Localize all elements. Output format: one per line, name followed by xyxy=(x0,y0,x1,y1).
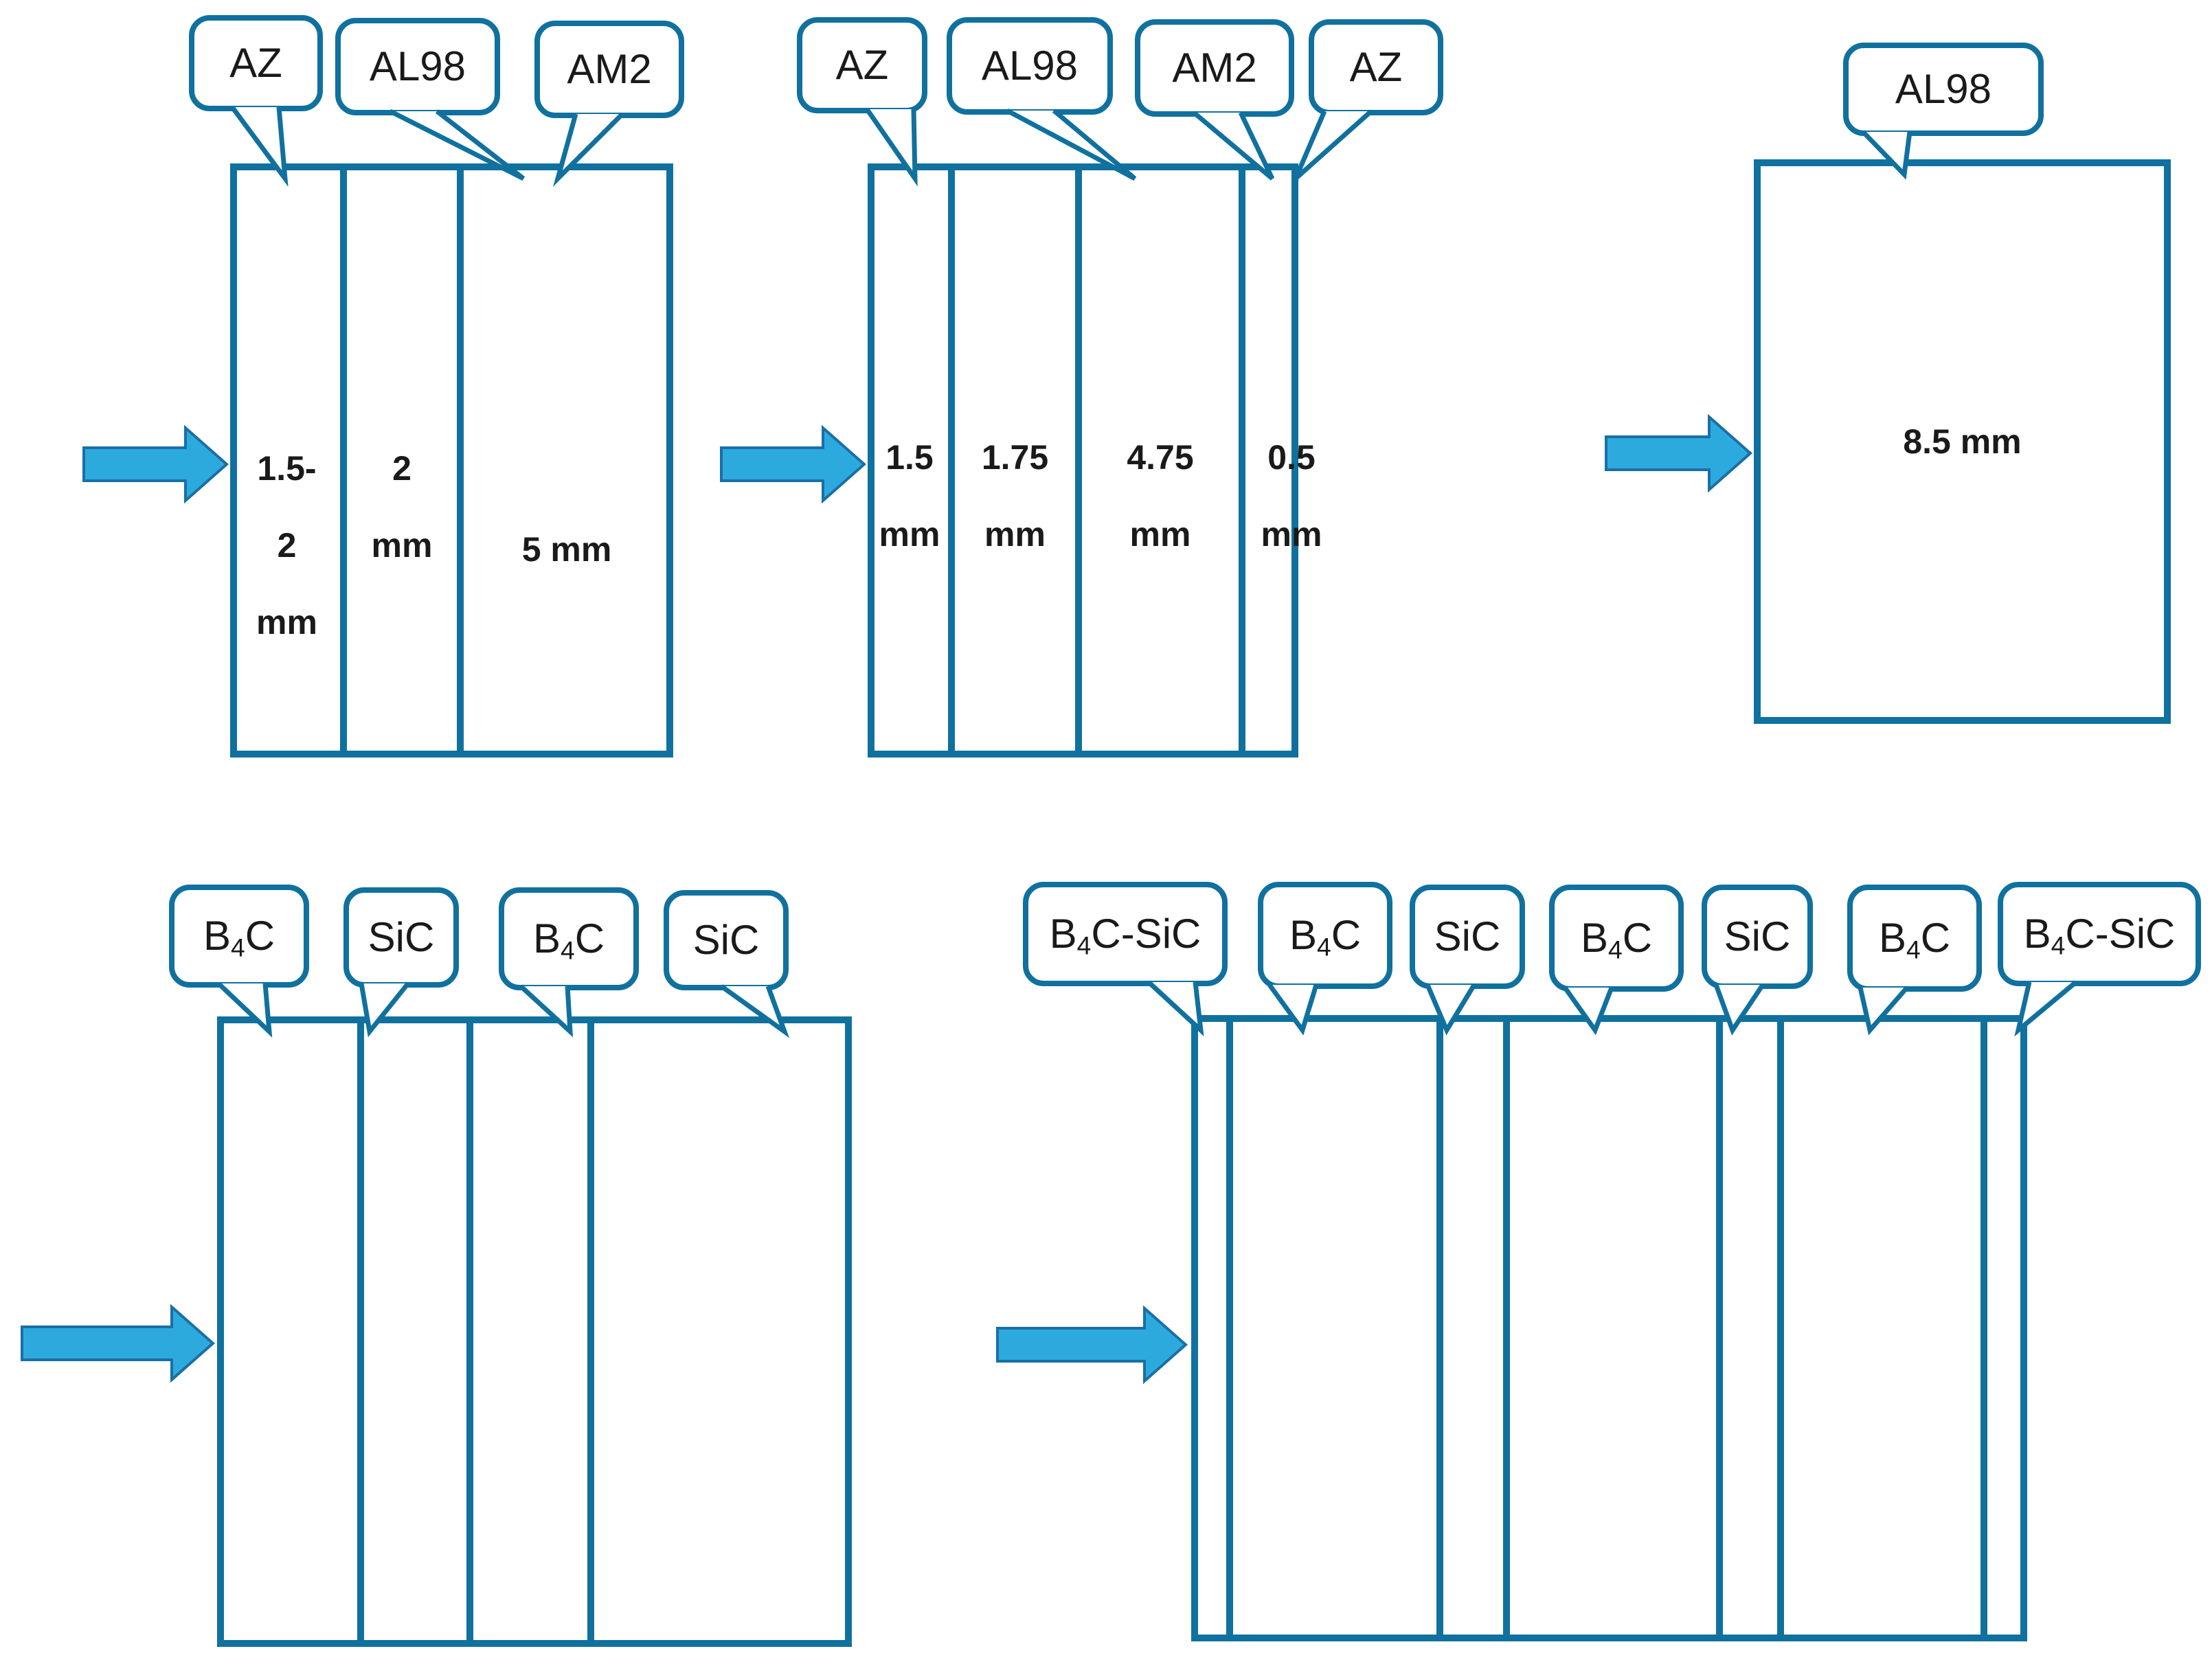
target-monolithic-al98-outline xyxy=(1754,159,2171,724)
callout-label: AZ xyxy=(835,42,889,88)
thickness-text: 4.75 xyxy=(1127,438,1194,477)
layer-divider xyxy=(1980,1015,1987,1641)
layer-divider xyxy=(587,1016,594,1647)
callout-az: AZ xyxy=(797,17,927,113)
callout-label: B4C-SiC xyxy=(2023,911,2176,960)
callout-label: AZ xyxy=(229,40,282,86)
layer-thickness-label: 1.5- 2 mm xyxy=(230,430,343,661)
thickness-text: mm xyxy=(984,515,1046,554)
layer-divider xyxy=(1075,163,1082,758)
layer-divider xyxy=(466,1016,473,1647)
callout-am2: AM2 xyxy=(534,21,684,118)
impact-arrow xyxy=(996,1305,1188,1385)
callout-label: SiC xyxy=(1724,913,1791,959)
callout-label: B4C-SiC xyxy=(1049,911,1201,960)
callout-b4c-sic: B4C-SiC xyxy=(1998,882,2201,986)
callout-sic: SiC xyxy=(664,890,789,990)
layer-divider xyxy=(1503,1015,1510,1641)
thickness-text: 2 xyxy=(277,526,297,565)
layer-thickness-label: 5 mm xyxy=(460,511,673,588)
callout-label: SiC xyxy=(368,914,435,960)
callout-label: SiC xyxy=(1434,913,1501,959)
thickness-text: mm xyxy=(1261,515,1322,554)
callout-sic: SiC xyxy=(1702,885,1813,989)
impact-arrow xyxy=(1605,413,1753,493)
layer-thickness-label: 4.75 mm xyxy=(1079,419,1242,573)
thickness-text: 8.5 mm xyxy=(1903,422,2022,461)
callout-label: AL98 xyxy=(981,43,1079,89)
layer-divider xyxy=(1436,1015,1443,1641)
layer-b4c xyxy=(1781,1015,1984,1641)
layer-b4c xyxy=(1230,1015,1440,1641)
layer-thickness-label: 2 mm xyxy=(343,430,460,584)
callout-label: B4C xyxy=(1289,912,1362,961)
thickness-text: mm xyxy=(256,603,317,641)
layer-thickness-label: 0.5 mm xyxy=(1237,419,1346,573)
layer-divider xyxy=(1226,1015,1233,1641)
thickness-text: 1.5- xyxy=(257,449,317,488)
layer-b4c-sic xyxy=(1191,1015,1230,1641)
layer-b4c-sic xyxy=(1984,1015,2027,1641)
thickness-text: mm xyxy=(879,515,940,554)
callout-label: B4C xyxy=(203,913,275,962)
callout-label: AM2 xyxy=(1172,45,1257,91)
layer-thickness-label: 1.75 mm xyxy=(951,419,1079,573)
callout-az: AZ xyxy=(189,15,323,111)
callout-label: AZ xyxy=(1349,44,1403,90)
target-az-al98-am2-az-outline xyxy=(868,163,1298,758)
layer-divider xyxy=(340,163,347,758)
callout-al98: AL98 xyxy=(947,17,1113,115)
layer-b4c xyxy=(470,1016,591,1647)
callout-label: B4C xyxy=(1580,915,1653,964)
callout-label: B4C xyxy=(532,915,605,965)
callout-az: AZ xyxy=(1309,19,1443,115)
thickness-text: 5 mm xyxy=(521,530,612,569)
layer-sic xyxy=(591,1016,852,1647)
layer-b4c xyxy=(217,1016,361,1647)
layer-divider xyxy=(1239,163,1245,758)
callout-label: AL98 xyxy=(1895,66,1992,112)
callout-al98: AL98 xyxy=(1843,43,2044,136)
impact-arrow xyxy=(720,424,867,504)
callout-b4c: B4C xyxy=(169,885,309,988)
layer-sic xyxy=(361,1016,470,1647)
thickness-text: mm xyxy=(371,526,433,565)
layer-am2 xyxy=(460,163,673,758)
callout-sic: SiC xyxy=(343,887,459,988)
thickness-text: mm xyxy=(1129,515,1191,554)
target-b4c-sic-b4c-sic-outline xyxy=(217,1016,852,1647)
callout-pointer xyxy=(1293,109,1373,181)
layer-thickness-label: 1.5 mm xyxy=(868,419,951,573)
callout-label: SiC xyxy=(692,917,760,963)
callout-b4c-sic: B4C-SiC xyxy=(1023,882,1228,986)
callout-b4c: B4C xyxy=(1258,882,1392,989)
layer-thickness-label: 8.5 mm xyxy=(1754,403,2171,480)
layer-divider xyxy=(1716,1015,1723,1641)
callout-b4c: B4C xyxy=(1847,885,1982,992)
layer-b4c xyxy=(1506,1015,1719,1641)
target-az-al98-am2-outline xyxy=(230,163,673,758)
thickness-text: 1.5 xyxy=(885,438,934,477)
callout-b4c: B4C xyxy=(1549,885,1684,992)
impact-arrow xyxy=(82,424,229,504)
callout-label: B4C xyxy=(1878,915,1951,964)
callout-b4c: B4C xyxy=(499,887,639,990)
layer-sic xyxy=(1719,1015,1781,1641)
layer-divider xyxy=(457,163,464,758)
layer-divider xyxy=(948,163,955,758)
thickness-text: 0.5 xyxy=(1267,438,1316,477)
impact-arrow xyxy=(21,1304,216,1383)
callout-al98: AL98 xyxy=(335,18,500,115)
layer-divider xyxy=(1777,1015,1784,1641)
layer-divider xyxy=(357,1016,364,1647)
callout-am2: AM2 xyxy=(1135,19,1294,117)
callout-label: AL98 xyxy=(369,43,466,89)
thickness-text: 1.75 xyxy=(981,438,1049,477)
layer-sic xyxy=(1440,1015,1506,1641)
thickness-text: 2 xyxy=(392,449,411,488)
callout-sic: SiC xyxy=(1410,885,1525,989)
callout-label: AM2 xyxy=(567,46,652,92)
